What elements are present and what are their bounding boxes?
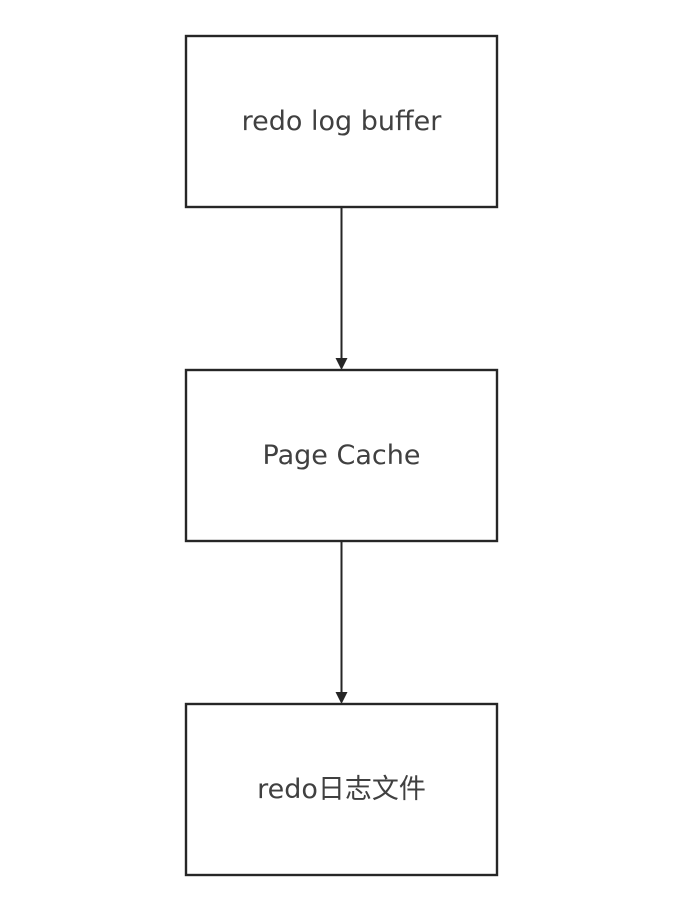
node-label: redo日志文件 [257,774,426,805]
arrowhead-icon [335,358,348,370]
node-redo-log-file: redo日志文件 [184,702,499,877]
node-label: redo log buffer [242,106,443,137]
node-page-cache: Page Cache [184,368,499,543]
edge-buffer-to-page-cache [335,207,348,370]
node-box [184,368,499,543]
node-box [184,702,499,877]
arrowhead-icon [335,692,348,704]
node-box [184,34,499,209]
node-redo-log-buffer: redo log buffer [184,34,499,209]
edge-page-cache-to-file [335,541,348,704]
node-label: Page Cache [263,440,421,471]
